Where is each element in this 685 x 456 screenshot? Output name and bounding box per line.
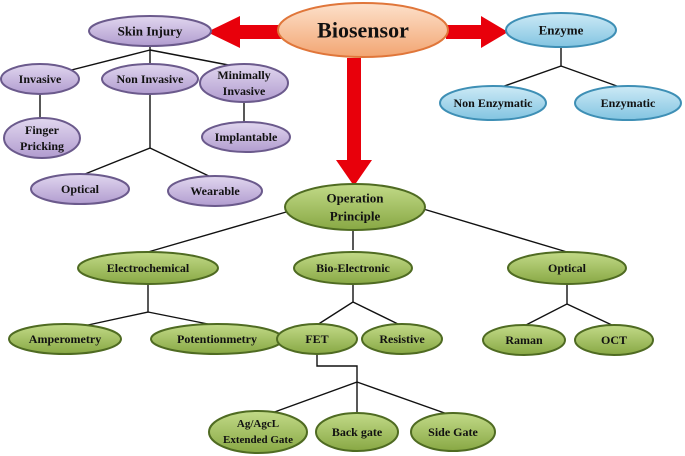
back-gate-label: Back gate xyxy=(332,425,383,439)
node-optical-op: Optical xyxy=(507,251,627,285)
edge-bio-children xyxy=(316,284,354,326)
amperometry-label: Amperometry xyxy=(29,332,101,346)
node-optical-skin: Optical xyxy=(30,173,130,205)
node-skin-injury: Skin Injury xyxy=(88,15,212,47)
node-fet: FET xyxy=(276,323,358,355)
edge-enzyme xyxy=(492,44,562,91)
edge-noninvasive-wearable xyxy=(149,147,214,179)
side-gate-label: Side Gate xyxy=(428,425,478,439)
node-biosensor: Biosensor xyxy=(277,2,449,58)
oct-label: OCT xyxy=(601,333,627,347)
node-wearable: Wearable xyxy=(167,175,263,207)
minimally-invasive-line1: Minimally xyxy=(217,68,270,82)
fet-label: FET xyxy=(305,332,328,346)
skin-injury-label: Skin Injury xyxy=(118,24,183,39)
minimally-invasive-line2: Invasive xyxy=(223,84,266,98)
resistive-label: Resistive xyxy=(379,332,425,346)
non-invasive-label: Non Invasive xyxy=(116,72,184,86)
arrow-left-to-skin-injury xyxy=(207,16,284,48)
edge-electro-children xyxy=(64,284,149,331)
node-raman: Raman xyxy=(482,324,566,356)
optical-skin-label: Optical xyxy=(61,182,100,196)
operation-principle-line2: Principle xyxy=(330,209,381,224)
bio-electronic-label: Bio-Electronic xyxy=(316,261,390,275)
edge-op-electro xyxy=(147,207,301,253)
node-non-invasive: Non Invasive xyxy=(101,63,199,95)
node-implantable: Implantable xyxy=(201,121,291,153)
node-bio-electronic: Bio-Electronic xyxy=(293,251,413,285)
node-non-enzymatic: Non Enzymatic xyxy=(439,85,547,121)
edge-fet-sidegate xyxy=(356,381,454,417)
node-electrochemical: Electrochemical xyxy=(77,251,219,285)
optical-op-label: Optical xyxy=(548,261,587,275)
wearable-label: Wearable xyxy=(190,184,240,198)
invasive-label: Invasive xyxy=(19,72,62,86)
operation-principle-line1: Operation xyxy=(326,191,384,206)
node-invasive: Invasive xyxy=(0,63,80,95)
non-enzymatic-label: Non Enzymatic xyxy=(454,96,534,110)
ag-agcl-line1: Ag/AgcL xyxy=(237,418,279,430)
edge-op-optical xyxy=(409,204,568,253)
implantable-label: Implantable xyxy=(215,130,278,144)
edge-fet-children xyxy=(257,354,358,419)
arrow-right-to-enzyme xyxy=(446,16,508,48)
node-operation-principle: Operation Principle xyxy=(284,183,426,231)
node-resistive: Resistive xyxy=(361,323,443,355)
biosensor-label: Biosensor xyxy=(317,18,409,43)
node-potentionmetry: Potentionmetry xyxy=(150,323,284,355)
node-side-gate: Side Gate xyxy=(410,412,496,452)
edge-optical-children xyxy=(523,284,568,327)
potentionmetry-label: Potentionmetry xyxy=(177,332,257,346)
node-back-gate: Back gate xyxy=(315,412,399,452)
node-ag-agcl: Ag/AgcL Extended Gate xyxy=(208,410,308,454)
finger-pricking-line1: Finger xyxy=(25,123,60,137)
finger-pricking-line2: Pricking xyxy=(20,139,64,153)
node-amperometry: Amperometry xyxy=(8,323,122,355)
raman-label: Raman xyxy=(505,333,543,347)
enzyme-label: Enzyme xyxy=(539,23,584,38)
ag-agcl-line2: Extended Gate xyxy=(223,434,293,446)
arrows xyxy=(207,16,508,186)
node-enzyme: Enzyme xyxy=(505,12,617,48)
electrochemical-label: Electrochemical xyxy=(107,261,190,275)
edge-optical-oct xyxy=(566,303,615,327)
arrow-down-to-operation xyxy=(336,58,372,186)
enzymatic-label: Enzymatic xyxy=(601,96,656,110)
node-finger-pricking: Finger Pricking xyxy=(3,117,81,159)
node-enzymatic: Enzymatic xyxy=(574,85,682,121)
node-minimally-invasive: Minimally Invasive xyxy=(199,63,289,103)
edge-bio-resistive xyxy=(352,301,401,326)
edge-noninvasive-children xyxy=(79,93,151,177)
node-oct: OCT xyxy=(574,324,654,356)
